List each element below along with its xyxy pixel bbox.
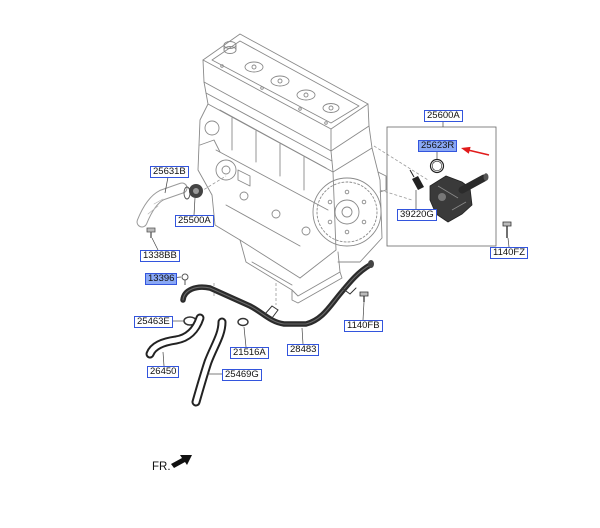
callout-25623R[interactable]: 25623R [418, 140, 458, 152]
callout-25600A[interactable]: 25600A [424, 110, 463, 122]
callout-25469G[interactable]: 25469G [222, 369, 262, 381]
water-control-valve-housing [429, 173, 489, 223]
callout-13396[interactable]: 13396 [145, 273, 178, 285]
coolant-pipe [180, 260, 374, 327]
callout-28483[interactable]: 28483 [287, 344, 320, 356]
bolt-1338bb [146, 227, 156, 238]
hose-clip [181, 273, 189, 285]
hose-26450 [145, 313, 205, 359]
o-ring [429, 158, 445, 174]
direction-arrow-icon [171, 455, 192, 468]
callout-26450[interactable]: 26450 [147, 366, 180, 378]
callout-21516A[interactable]: 21516A [230, 347, 269, 359]
callout-25631B[interactable]: 25631B [150, 166, 189, 178]
alignment-lines [199, 145, 429, 305]
pointer-arrow [461, 146, 490, 156]
callout-39220G[interactable]: 39220G [397, 209, 437, 221]
bolt-1140fz [502, 221, 512, 238]
thermostat [183, 184, 203, 200]
callout-1338BB[interactable]: 1338BB [140, 250, 180, 262]
coolant-temperature-sensor [409, 169, 424, 190]
callout-1140FZ[interactable]: 1140FZ [490, 247, 529, 259]
assembly-frame [386, 126, 497, 247]
bolt-1140fb [359, 291, 369, 302]
callout-25500A[interactable]: 25500A [175, 215, 214, 227]
engine-assembly-drawing [197, 33, 387, 304]
leader-lines [151, 121, 510, 375]
callout-1140FB[interactable]: 1140FB [344, 320, 383, 332]
hose-clamp-21516a [237, 317, 249, 327]
front-direction-label: FR. [152, 461, 171, 473]
callout-25463E[interactable]: 25463E [134, 316, 173, 328]
hose-25469g [191, 317, 227, 407]
water-inlet-pipe [136, 182, 188, 228]
